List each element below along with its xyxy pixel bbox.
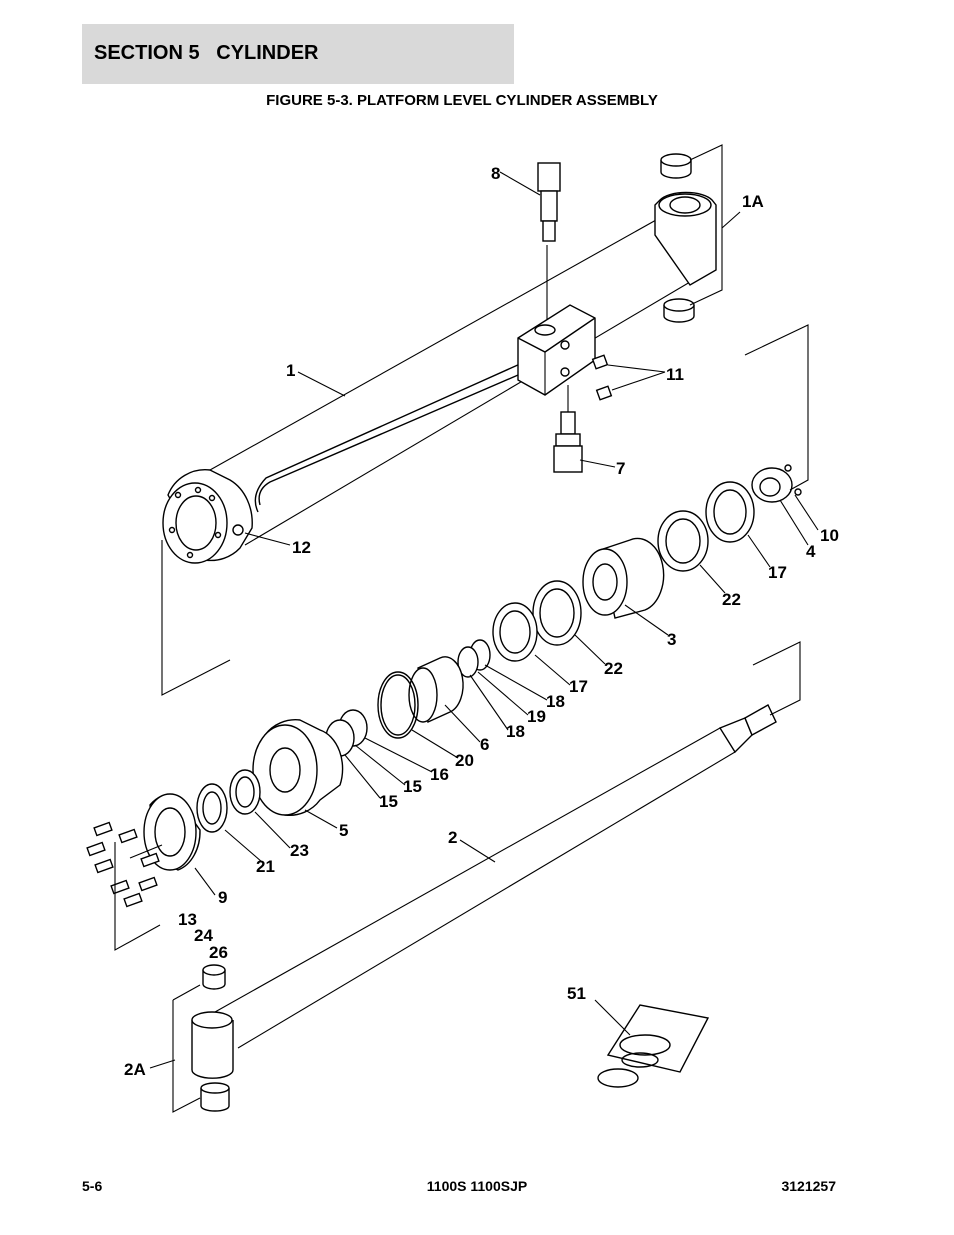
- section-title: SECTION 5 CYLINDER: [94, 42, 319, 64]
- callout-labels: 1 1A 2 2A 3 4 5 6 7 8 9 10 11 12 13 15 1…: [124, 164, 839, 1079]
- callout-7: 7: [616, 459, 625, 478]
- callout-1: 1: [286, 361, 295, 380]
- leader-lines: [129, 171, 819, 1069]
- section-header-band: [82, 24, 514, 84]
- callout-24: 24: [194, 926, 213, 945]
- callout-18-lower: 18: [506, 722, 525, 741]
- assembly-lines: [114, 144, 809, 1113]
- cylinder-barrel: [162, 153, 717, 564]
- callout-13: 13: [178, 910, 197, 929]
- callout-19: 19: [527, 707, 546, 726]
- callout-15-upper: 15: [403, 777, 422, 796]
- callout-17-upper: 17: [768, 563, 787, 582]
- callout-10: 10: [820, 526, 839, 545]
- cylinder-rod: [191, 704, 777, 1112]
- figure-title: FIGURE 5-3. PLATFORM LEVEL CYLINDER ASSE…: [266, 92, 658, 109]
- callout-5: 5: [339, 821, 348, 840]
- callout-6: 6: [480, 735, 489, 754]
- piston-parts: [143, 464, 802, 871]
- callout-4: 4: [806, 542, 816, 561]
- callout-8: 8: [491, 164, 500, 183]
- callout-23: 23: [290, 841, 309, 860]
- document-number: 3121257: [781, 1178, 836, 1194]
- callout-12: 12: [292, 538, 311, 557]
- callout-17-lower: 17: [569, 677, 588, 696]
- callout-11: 11: [666, 365, 684, 384]
- callout-9: 9: [218, 888, 227, 907]
- seal-kit-item-51: [597, 1004, 710, 1088]
- callout-2: 2: [448, 828, 457, 847]
- callout-22-lower: 22: [604, 659, 623, 678]
- callout-20: 20: [455, 751, 474, 770]
- bolts-item-13: [86, 821, 160, 908]
- callout-3: 3: [667, 630, 676, 649]
- fitting-item-7: [553, 385, 583, 473]
- callout-16: 16: [430, 765, 449, 784]
- plugs-item-11: [591, 354, 613, 401]
- callout-18-upper: 18: [546, 692, 565, 711]
- fitting-item-8: [537, 162, 561, 320]
- callout-21: 21: [256, 857, 275, 876]
- callout-15-lower: 15: [379, 792, 398, 811]
- callout-22-upper: 22: [722, 590, 741, 609]
- model-number: 1100S 1100SJP: [426, 1178, 528, 1194]
- callout-51: 51: [567, 984, 586, 1003]
- callout-26: 26: [209, 943, 228, 962]
- callout-1a: 1A: [742, 192, 764, 211]
- page-number: 5-6: [82, 1178, 103, 1194]
- callout-2a: 2A: [124, 1060, 146, 1079]
